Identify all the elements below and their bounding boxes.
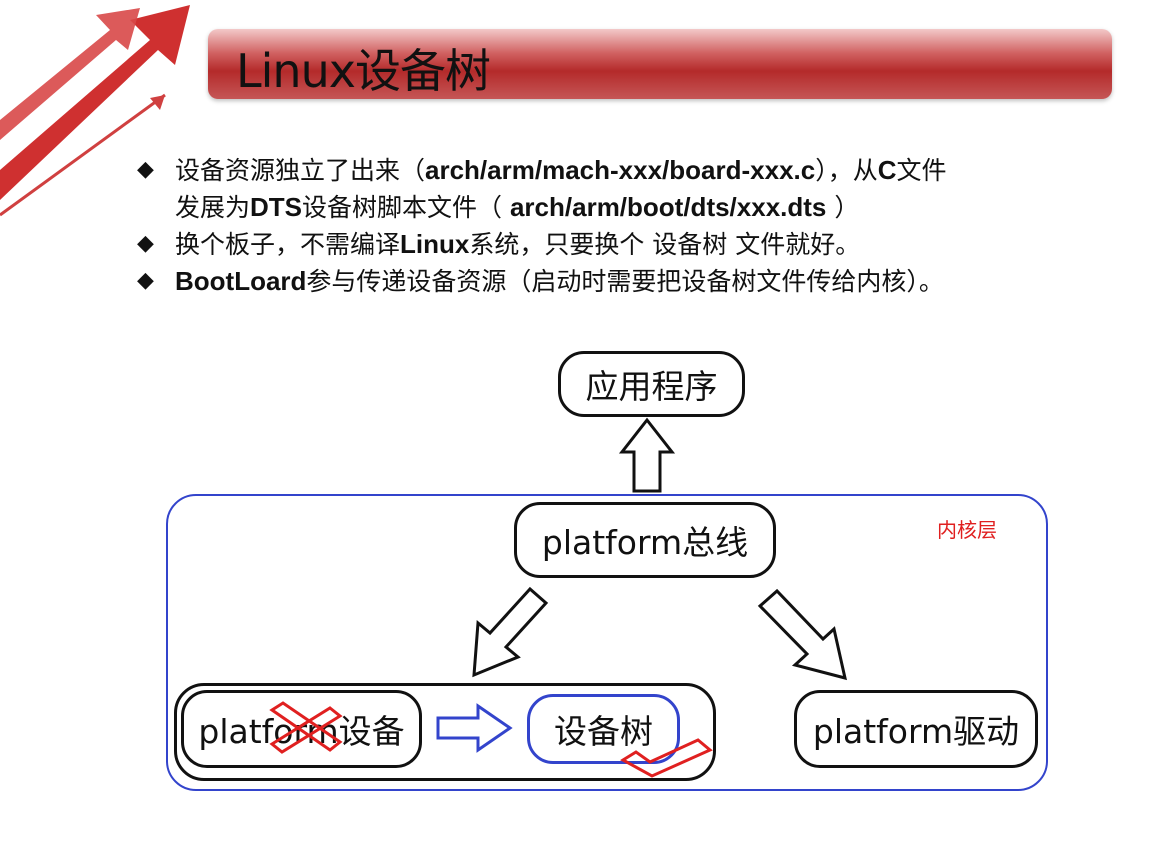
bullet-path: arch/arm/mach-xxx/board-xxx.c (425, 155, 816, 185)
bullet-text: ），从 (815, 156, 878, 185)
diamond-bullet-icon: ◆ (137, 268, 154, 293)
slide-title: Linux设备树 (236, 44, 491, 98)
bullet-text: 发展为 (175, 193, 251, 222)
device-group-frame (174, 683, 716, 781)
bullet-bold: BootLoard (175, 266, 307, 296)
blue-right-arrow-icon (436, 703, 513, 753)
bullet-text: 文件 (896, 156, 947, 185)
driver-box: platform驱动 (794, 690, 1038, 768)
bus-label: platform总线 (541, 523, 749, 562)
bullet-text: 系统，只要换个 设备树 文件就好。 (469, 230, 861, 259)
bullet-text: ） (826, 193, 860, 222)
up-arrow-icon (618, 417, 676, 493)
device-box: platform设备 (181, 690, 422, 768)
red-cross-icon (269, 701, 343, 754)
down-right-arrow-icon (757, 588, 848, 681)
devicetree-box: 设备树 (527, 694, 680, 764)
bullet-item-2: ◆ 换个板子，不需编译Linux系统，只要换个 设备树 文件就好。 (137, 226, 1127, 263)
red-check-icon (620, 738, 713, 778)
diamond-bullet-icon: ◆ (137, 231, 154, 256)
devicetree-label: 设备树 (554, 712, 653, 751)
bullet-text: 换个板子，不需编译 (175, 230, 401, 259)
down-left-arrow-icon (472, 586, 549, 678)
kernel-layer-frame (166, 494, 1048, 791)
bullet-bold: Linux (400, 229, 470, 259)
kernel-layer-label: 内核层 (937, 518, 997, 542)
app-label: 应用程序 (585, 367, 718, 406)
bullet-text: 设备树脚本文件（ (302, 193, 510, 222)
bullet-item-3: ◆ BootLoard参与传递设备资源（启动时需要把设备树文件传给内核）。 (137, 263, 1127, 300)
bullet-text: 参与传递设备资源（启动时需要把设备树文件传给内核）。 (306, 267, 944, 296)
driver-label: platform驱动 (812, 712, 1020, 751)
bullet-path: arch/arm/boot/dts/xxx.dts (509, 192, 827, 222)
bullet-list: ◆ 设备资源独立了出来（arch/arm/mach-xxx/board-xxx.… (137, 152, 1127, 300)
bullet-bold: DTS (250, 192, 303, 222)
bullet-item-1: ◆ 设备资源独立了出来（arch/arm/mach-xxx/board-xxx.… (137, 152, 1127, 226)
bus-box: platform总线 (514, 502, 776, 578)
diamond-bullet-icon: ◆ (137, 157, 154, 182)
bullet-bold: C (877, 155, 897, 185)
app-box: 应用程序 (558, 351, 745, 417)
bullet-text: 设备资源独立了出来（ (175, 156, 426, 185)
title-bar: Linux设备树 (208, 29, 1112, 99)
decorative-arrows (0, 5, 190, 217)
